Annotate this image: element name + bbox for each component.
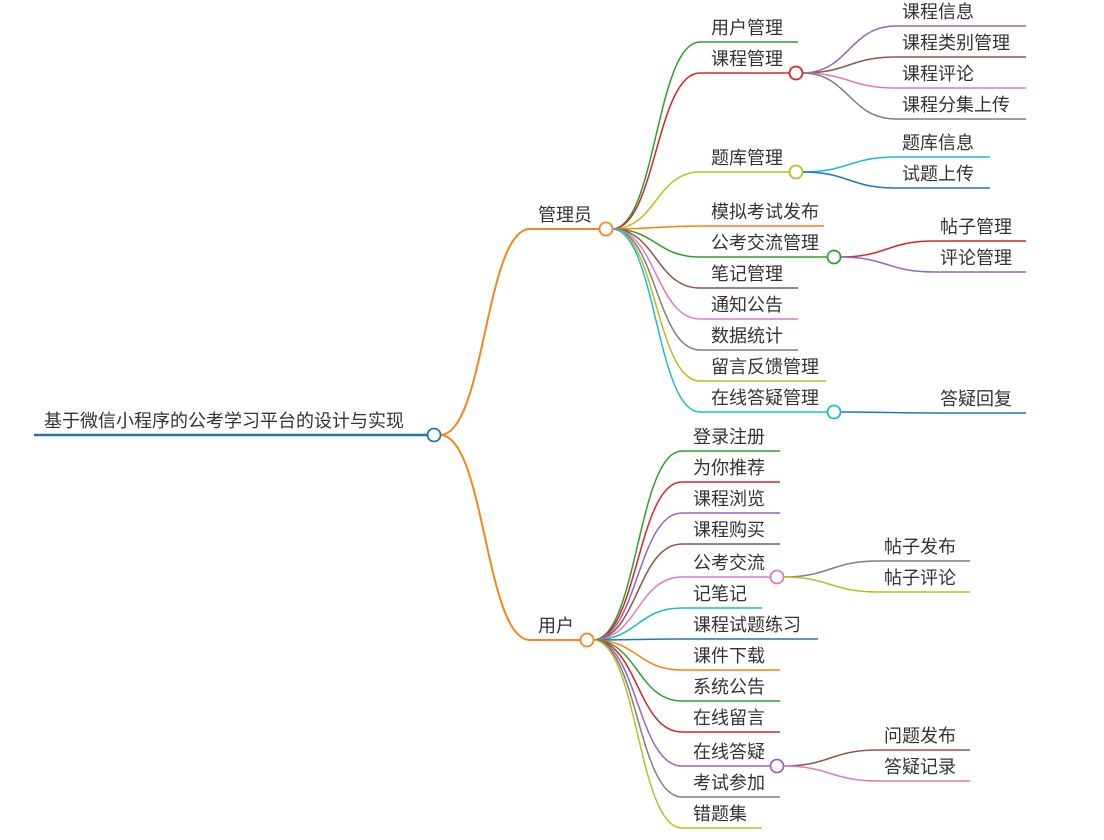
subnode-1-10-1: 答疑记录	[884, 757, 956, 778]
collapse-toggle-0-2[interactable]	[788, 164, 804, 180]
node-1-6: 课程试题练习	[693, 615, 801, 636]
branch-connector-0	[439, 228, 531, 436]
subnode-1-4-1: 帖子评论	[884, 568, 956, 589]
collapse-toggle-1-4[interactable]	[769, 569, 785, 585]
sub-connector-0-1-2	[801, 72, 897, 89]
node-1-2: 课程浏览	[693, 489, 765, 510]
branch-1-label: 用户	[538, 616, 574, 637]
child-connector-0-9	[611, 228, 701, 413]
subnode-0-1-3: 课程分集上传	[902, 95, 1010, 116]
child-connector-1-11	[592, 639, 683, 798]
node-1-4: 公考交流	[693, 553, 765, 574]
node-0-3: 模拟考试发布	[711, 202, 819, 223]
subnode-1-10-0: 问题发布	[884, 726, 956, 747]
node-0-1: 课程管理	[711, 49, 783, 70]
branch-connector-1	[439, 434, 531, 641]
node-1-7: 课件下载	[693, 646, 765, 667]
sub-connector-0-1-1	[801, 56, 897, 74]
node-1-12: 错题集	[693, 804, 747, 825]
sub-connector-1-10-1	[782, 765, 879, 782]
root-toggle[interactable]	[426, 427, 442, 443]
subnode-0-2-0: 题库信息	[902, 133, 974, 154]
child-connector-0-1	[611, 72, 701, 230]
child-connector-1-2	[592, 512, 683, 641]
child-connector-0-7	[611, 228, 701, 351]
child-connector-1-7	[592, 639, 683, 671]
root-topic: 基于微信小程序的公考学习平台的设计与实现	[44, 411, 404, 432]
child-connector-1-0	[592, 450, 683, 641]
node-1-5: 记笔记	[693, 584, 747, 605]
collapse-toggle-0-4[interactable]	[826, 249, 842, 265]
child-connector-1-1	[592, 481, 683, 641]
sub-connector-1-10-0	[782, 749, 879, 767]
node-0-9: 在线答疑管理	[711, 388, 819, 409]
subnode-0-4-0: 帖子管理	[940, 217, 1012, 238]
child-connector-0-2	[611, 171, 701, 230]
sub-connector-0-2-1	[801, 171, 897, 189]
child-connector-0-6	[611, 228, 701, 320]
subnode-0-2-1: 试题上传	[902, 164, 974, 185]
child-connector-0-4	[611, 228, 701, 258]
child-connector-1-4	[592, 576, 683, 641]
collapse-toggle-0-1[interactable]	[788, 65, 804, 81]
node-1-0: 登录注册	[693, 427, 765, 448]
subnode-0-1-2: 课程评论	[902, 64, 974, 85]
node-1-8: 系统公告	[693, 677, 765, 698]
child-connector-0-0	[611, 41, 701, 230]
child-connector-0-3	[611, 225, 701, 230]
sub-connector-0-9-0	[839, 411, 935, 414]
node-0-4: 公考交流管理	[711, 233, 819, 254]
sub-connector-1-4-0	[782, 560, 879, 578]
collapse-toggle-0-9[interactable]	[826, 404, 842, 420]
node-1-10: 在线答疑	[693, 742, 765, 763]
node-1-9: 在线留言	[693, 708, 765, 729]
subnode-1-4-0: 帖子发布	[884, 537, 956, 558]
child-connector-1-12	[592, 639, 683, 829]
node-0-0: 用户管理	[711, 18, 783, 39]
node-1-3: 课程购买	[693, 520, 765, 541]
node-0-2: 题库管理	[711, 148, 783, 169]
child-connector-1-10	[592, 639, 683, 767]
child-connector-1-5	[592, 607, 683, 641]
subnode-0-4-1: 评论管理	[940, 248, 1012, 269]
subnode-0-1-0: 课程信息	[902, 2, 974, 23]
sub-connector-0-4-1	[839, 256, 935, 273]
subnode-0-9-0: 答疑回复	[940, 389, 1012, 410]
child-connector-0-8	[611, 228, 701, 382]
branch-0-label: 管理员	[538, 205, 592, 226]
collapse-toggle-1-10[interactable]	[769, 758, 785, 774]
branch-toggle-1[interactable]	[579, 632, 595, 648]
sub-connector-0-1-3	[801, 72, 897, 120]
child-connector-1-9	[592, 639, 683, 733]
node-0-5: 笔记管理	[711, 264, 783, 285]
sub-connector-1-4-1	[782, 576, 879, 593]
sub-connector-0-4-0	[839, 240, 935, 258]
node-1-1: 为你推荐	[693, 458, 765, 479]
branch-toggle-0[interactable]	[598, 221, 614, 237]
sub-connector-0-1-0	[801, 25, 897, 74]
subnode-0-1-1: 课程类别管理	[902, 33, 1010, 54]
child-connector-0-5	[611, 228, 701, 289]
child-connector-1-6	[592, 638, 683, 641]
child-connector-1-3	[592, 543, 683, 641]
node-1-11: 考试参加	[693, 773, 765, 794]
node-0-8: 留言反馈管理	[711, 357, 819, 378]
node-0-6: 通知公告	[711, 295, 783, 316]
child-connector-1-8	[592, 639, 683, 702]
node-0-7: 数据统计	[711, 326, 783, 347]
sub-connector-0-2-0	[801, 156, 897, 173]
